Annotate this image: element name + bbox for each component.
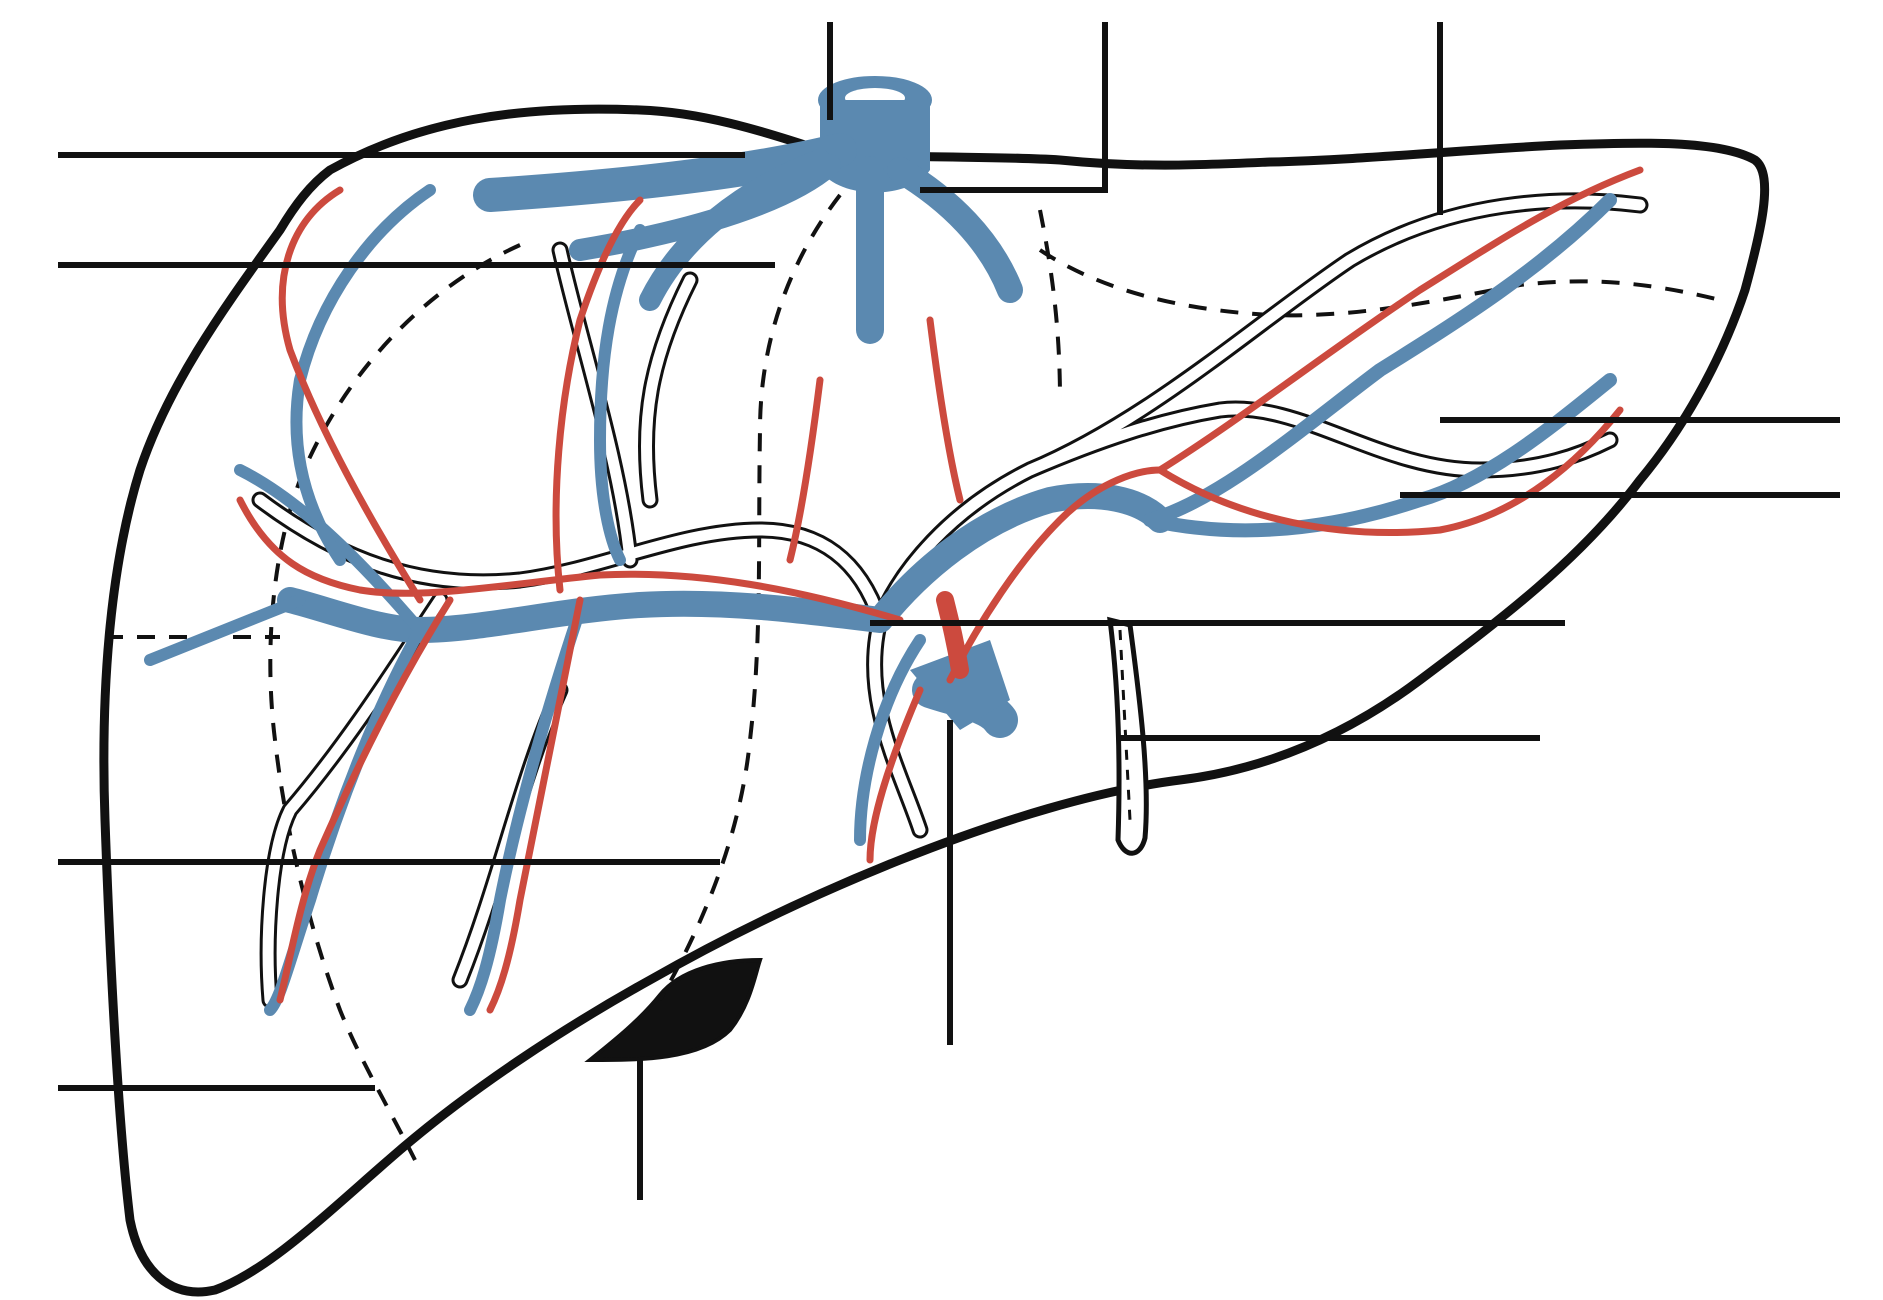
gallbladder [584, 957, 763, 1063]
label-lines [58, 22, 1840, 1200]
label-line-6 [920, 22, 1108, 193]
hepatic-artery-main [946, 466, 1164, 684]
hepatic-artery-right [236, 186, 904, 1014]
portal-vein-lower-middle [854, 634, 926, 846]
left-hepatic-vein [887, 157, 1023, 303]
liver-outline [99, 104, 1770, 1297]
hepatic-artery-upper [552, 196, 964, 594]
hepatic-artery-lower [786, 376, 924, 864]
vessels [144, 76, 1649, 1016]
segment-borders [105, 193, 1721, 1161]
right-hepatic-vein-branch [569, 149, 841, 311]
hepatic-veins [473, 76, 1023, 730]
hepatic-arteries [236, 166, 1644, 1014]
segment-border-right-posterior [268, 243, 521, 1161]
segment-border-left [1038, 209, 1062, 401]
segment-border-left-lateral [1038, 248, 1721, 318]
portal-veins [144, 184, 1617, 1016]
portal-vein-blob [910, 640, 1010, 730]
portal-vein-right-branches [144, 464, 586, 1016]
segment-border-middle [658, 193, 842, 1001]
portal-vein-main [277, 483, 1173, 643]
hepatic-artery-left [1156, 166, 1644, 536]
hepatic-artery-bulge [936, 591, 969, 679]
